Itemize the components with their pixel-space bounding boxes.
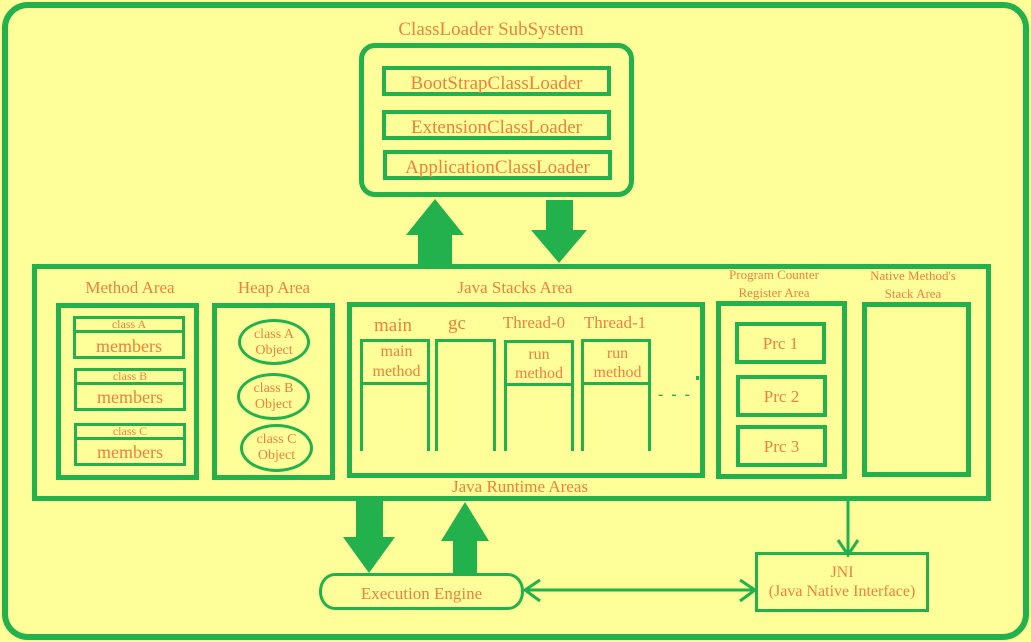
pc-title-line1: Program Counter [729, 267, 819, 282]
dot-marker [696, 376, 699, 380]
heap-area [212, 303, 335, 480]
runtime-title: Java Runtime Areas [452, 477, 588, 496]
pc-register-area [716, 301, 847, 479]
more-threads-ellipsis: - - - [658, 386, 692, 403]
execution-engine: Execution Engine [319, 573, 524, 610]
heap-area-title: Heap Area [237, 278, 311, 297]
extension-classloader: ExtensionClassLoader [382, 110, 611, 140]
class-members: members [97, 387, 163, 407]
frame-line2: method [515, 365, 563, 382]
thread-label-0: Thread-0 [502, 313, 566, 332]
frame-run-method: run method [507, 343, 571, 386]
heap-object-c: class C Object [240, 424, 313, 472]
method-class-a: class A members [73, 316, 185, 359]
arrow-up-to-runtime [441, 502, 489, 573]
method-area-title: Method Area [85, 278, 175, 297]
application-classloader: ApplicationClassLoader [383, 150, 612, 180]
frame-line2: method [593, 364, 642, 381]
arrowhead-to-jni-side [739, 578, 758, 603]
pc-register-2: Prc 2 [736, 375, 827, 417]
stack-thread-0: run method [504, 340, 574, 451]
object-line2: Object [257, 448, 296, 463]
class-name: class A [76, 318, 182, 333]
object-line1: class B [253, 381, 294, 396]
arrow-down-to-runtime [531, 200, 587, 263]
frame-line1: main [380, 343, 413, 360]
arrow-up-to-classloader [406, 199, 464, 264]
jni-description: (Java Native Interface) [768, 583, 916, 600]
class-members: members [96, 336, 162, 356]
method-class-c: class C members [74, 423, 186, 466]
method-class-b: class B members [74, 368, 186, 411]
object-line1: class C [256, 432, 297, 447]
thread-label-main: main [374, 315, 412, 336]
arrowhead-to-jni [836, 539, 860, 558]
thread-label-1: Thread-1 [583, 313, 647, 332]
method-area [56, 303, 199, 480]
java-stacks-area [347, 302, 705, 478]
frame-line1: run [606, 345, 629, 362]
pc-title-line2: Register Area [738, 285, 810, 300]
native-title-line1: Native Method's [870, 268, 956, 283]
frame-line1: run [528, 346, 550, 363]
heap-object-b: class B Object [237, 373, 310, 420]
classloader-title: ClassLoader SubSystem [398, 19, 584, 40]
bootstrap-classloader: BootStrapClassLoader [382, 66, 611, 96]
frame-main-method: main method [363, 342, 430, 385]
stack-main: main method [360, 339, 430, 451]
pc-register-1: Prc 1 [735, 322, 826, 364]
object-line2: Object [254, 397, 293, 412]
pc-register-3: Prc 3 [736, 425, 827, 467]
classloader-subsystem [359, 43, 634, 197]
frame-run-method: run method [584, 342, 651, 385]
thread-label-gc: gc [448, 313, 466, 334]
class-name: class C [77, 425, 183, 440]
jni-label: JNI [830, 564, 854, 581]
java-runtime-areas [32, 264, 991, 501]
jni-box: JNI (Java Native Interface) [755, 552, 929, 612]
heap-object-a: class A Object [238, 319, 310, 365]
native-title-line2: Stack Area [884, 286, 942, 301]
class-members: members [97, 442, 163, 462]
stack-gc [435, 339, 496, 451]
object-line2: Object [255, 343, 293, 358]
class-name: class B [77, 370, 183, 385]
native-method-stack-area [862, 302, 971, 477]
frame-line2: method [372, 363, 421, 380]
arrow-down-to-execution-engine [343, 501, 395, 573]
object-line1: class A [253, 327, 295, 342]
arrowhead-to-engine [522, 578, 541, 603]
stacks-area-title: Java Stacks Area [457, 278, 573, 297]
stack-thread-1: run method [581, 339, 651, 451]
